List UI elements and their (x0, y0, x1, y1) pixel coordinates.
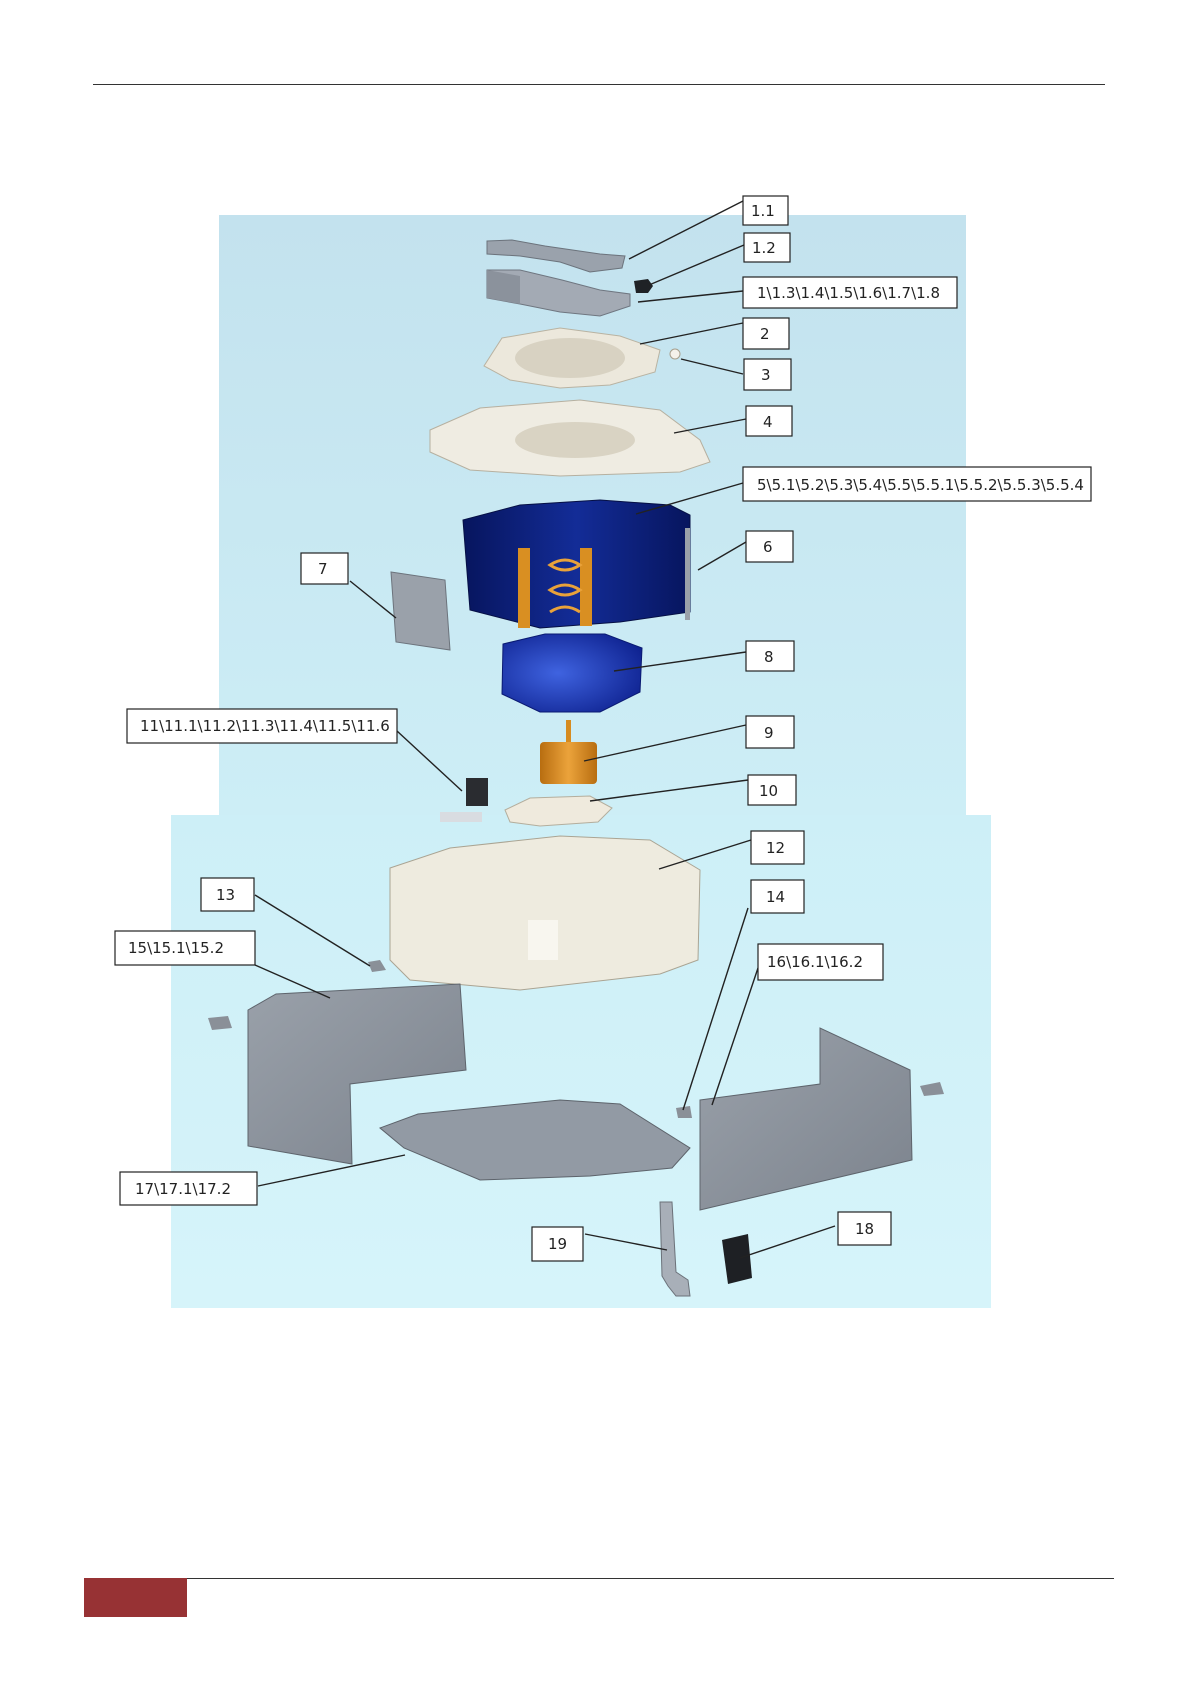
svg-text:19: 19 (548, 1235, 567, 1253)
svg-text:8: 8 (764, 648, 774, 666)
callout-1: 1\1.3\1.4\1.5\1.6\1.7\1.8 (743, 277, 957, 308)
part-6-rod (685, 528, 690, 620)
callout-16: 16\16.1\16.2 (758, 944, 883, 980)
svg-text:1.2: 1.2 (752, 239, 776, 257)
part-7-bracket (391, 572, 450, 650)
svg-text:2: 2 (760, 325, 770, 343)
svg-text:9: 9 (764, 724, 774, 742)
part-8-fan-wheel (502, 634, 642, 712)
callout-3: 3 (744, 359, 791, 390)
footer-rule (187, 1578, 1114, 1579)
callout-13: 13 (201, 878, 254, 911)
svg-text:11\11.1\11.2\11.3\11.4\11.5\11: 11\11.1\11.2\11.3\11.4\11.5\11.6 (140, 717, 390, 735)
svg-text:4: 4 (763, 413, 773, 431)
svg-text:3: 3 (761, 366, 771, 384)
svg-text:16\16.1\16.2: 16\16.1\16.2 (767, 953, 863, 971)
svg-text:1.1: 1.1 (751, 202, 775, 220)
svg-text:17\17.1\17.2: 17\17.1\17.2 (135, 1180, 231, 1198)
svg-text:12: 12 (766, 839, 785, 857)
svg-text:18: 18 (855, 1220, 874, 1238)
callout-14: 14 (751, 880, 804, 913)
svg-text:10: 10 (759, 782, 778, 800)
callout-5: 5\5.1\5.2\5.3\5.4\5.5\5.5.1\5.5.2\5.5.3\… (743, 467, 1091, 501)
callout-15: 15\15.1\15.2 (115, 931, 255, 965)
callout-12: 12 (751, 831, 804, 864)
svg-text:6: 6 (763, 538, 773, 556)
callout-1-2: 1.2 (744, 233, 790, 262)
svg-text:7: 7 (318, 560, 328, 578)
callout-19: 19 (532, 1227, 583, 1261)
callout-10: 10 (748, 775, 796, 805)
callout-1-1: 1.1 (743, 196, 788, 225)
callout-4: 4 (746, 406, 792, 436)
svg-text:5\5.1\5.2\5.3\5.4\5.5\5.5.1\5.: 5\5.1\5.2\5.3\5.4\5.5\5.5.1\5.5.2\5.5.3\… (757, 476, 1084, 494)
part-12-foam-casing (390, 836, 700, 990)
footer-page-tab (84, 1578, 187, 1617)
callout-8: 8 (746, 641, 794, 671)
callout-6: 6 (746, 531, 793, 562)
part-3-screw (670, 349, 680, 359)
callout-2: 2 (743, 318, 789, 349)
svg-text:1\1.3\1.4\1.5\1.6\1.7\1.8: 1\1.3\1.4\1.5\1.6\1.7\1.8 (757, 284, 940, 302)
part-5-evaporator-coil (463, 500, 690, 628)
callout-9: 9 (746, 716, 794, 748)
svg-text:13: 13 (216, 886, 235, 904)
callout-18: 18 (838, 1212, 891, 1245)
callout-7: 7 (301, 553, 348, 584)
callout-17: 17\17.1\17.2 (120, 1172, 257, 1205)
callout-11: 11\11.1\11.2\11.3\11.4\11.5\11.6 (127, 709, 397, 743)
svg-text:15\15.1\15.2: 15\15.1\15.2 (128, 939, 224, 957)
svg-text:14: 14 (766, 888, 785, 906)
